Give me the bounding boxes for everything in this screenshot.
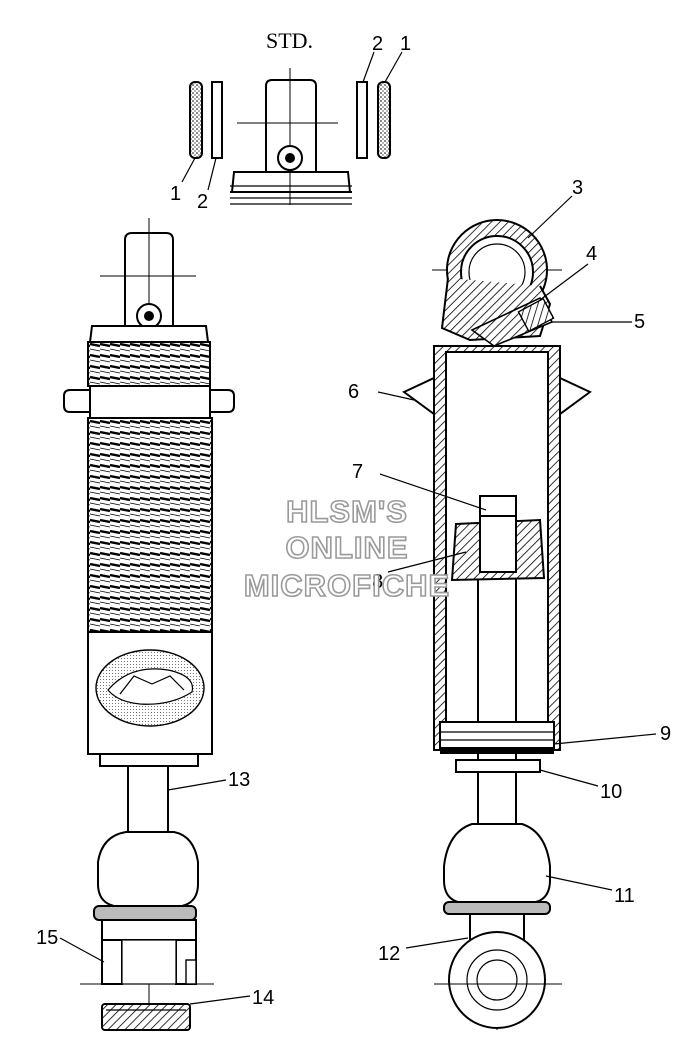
spacer-2-left bbox=[211, 81, 223, 159]
callout-1-left: 1 bbox=[170, 183, 181, 205]
spacer-2-right bbox=[356, 81, 368, 159]
callout-7: 7 bbox=[352, 461, 363, 483]
std-mount-detail bbox=[181, 51, 403, 205]
bushing-1-right bbox=[377, 81, 391, 159]
watermark-line-1: HLSM'S bbox=[286, 494, 408, 529]
callout-12: 12 bbox=[378, 943, 400, 965]
watermark-line-3: MICROFICHE bbox=[244, 568, 450, 603]
callout-15: 15 bbox=[36, 927, 58, 949]
watermark: HLSM'S ONLINE MICROFICHE bbox=[243, 493, 450, 604]
callout-1-right: 1 bbox=[400, 33, 411, 55]
callout-4: 4 bbox=[586, 243, 597, 265]
callout-3: 3 bbox=[572, 177, 583, 199]
callout-13: 13 bbox=[228, 769, 250, 791]
callout-2-left: 2 bbox=[197, 191, 208, 213]
sectioned-damper bbox=[377, 195, 657, 1030]
std-title: STD. bbox=[266, 28, 313, 53]
callout-9: 9 bbox=[660, 723, 671, 745]
assembled-shock bbox=[59, 218, 251, 1031]
callout-11: 11 bbox=[614, 885, 635, 907]
callout-14: 14 bbox=[252, 987, 274, 1009]
bushing-1-left bbox=[189, 81, 203, 159]
callout-5: 5 bbox=[634, 311, 645, 333]
callout-2-right: 2 bbox=[372, 33, 383, 55]
callout-6: 6 bbox=[348, 381, 359, 403]
callout-8: 8 bbox=[372, 571, 383, 593]
callout-10: 10 bbox=[600, 781, 622, 803]
watermark-line-2: ONLINE bbox=[285, 530, 408, 565]
